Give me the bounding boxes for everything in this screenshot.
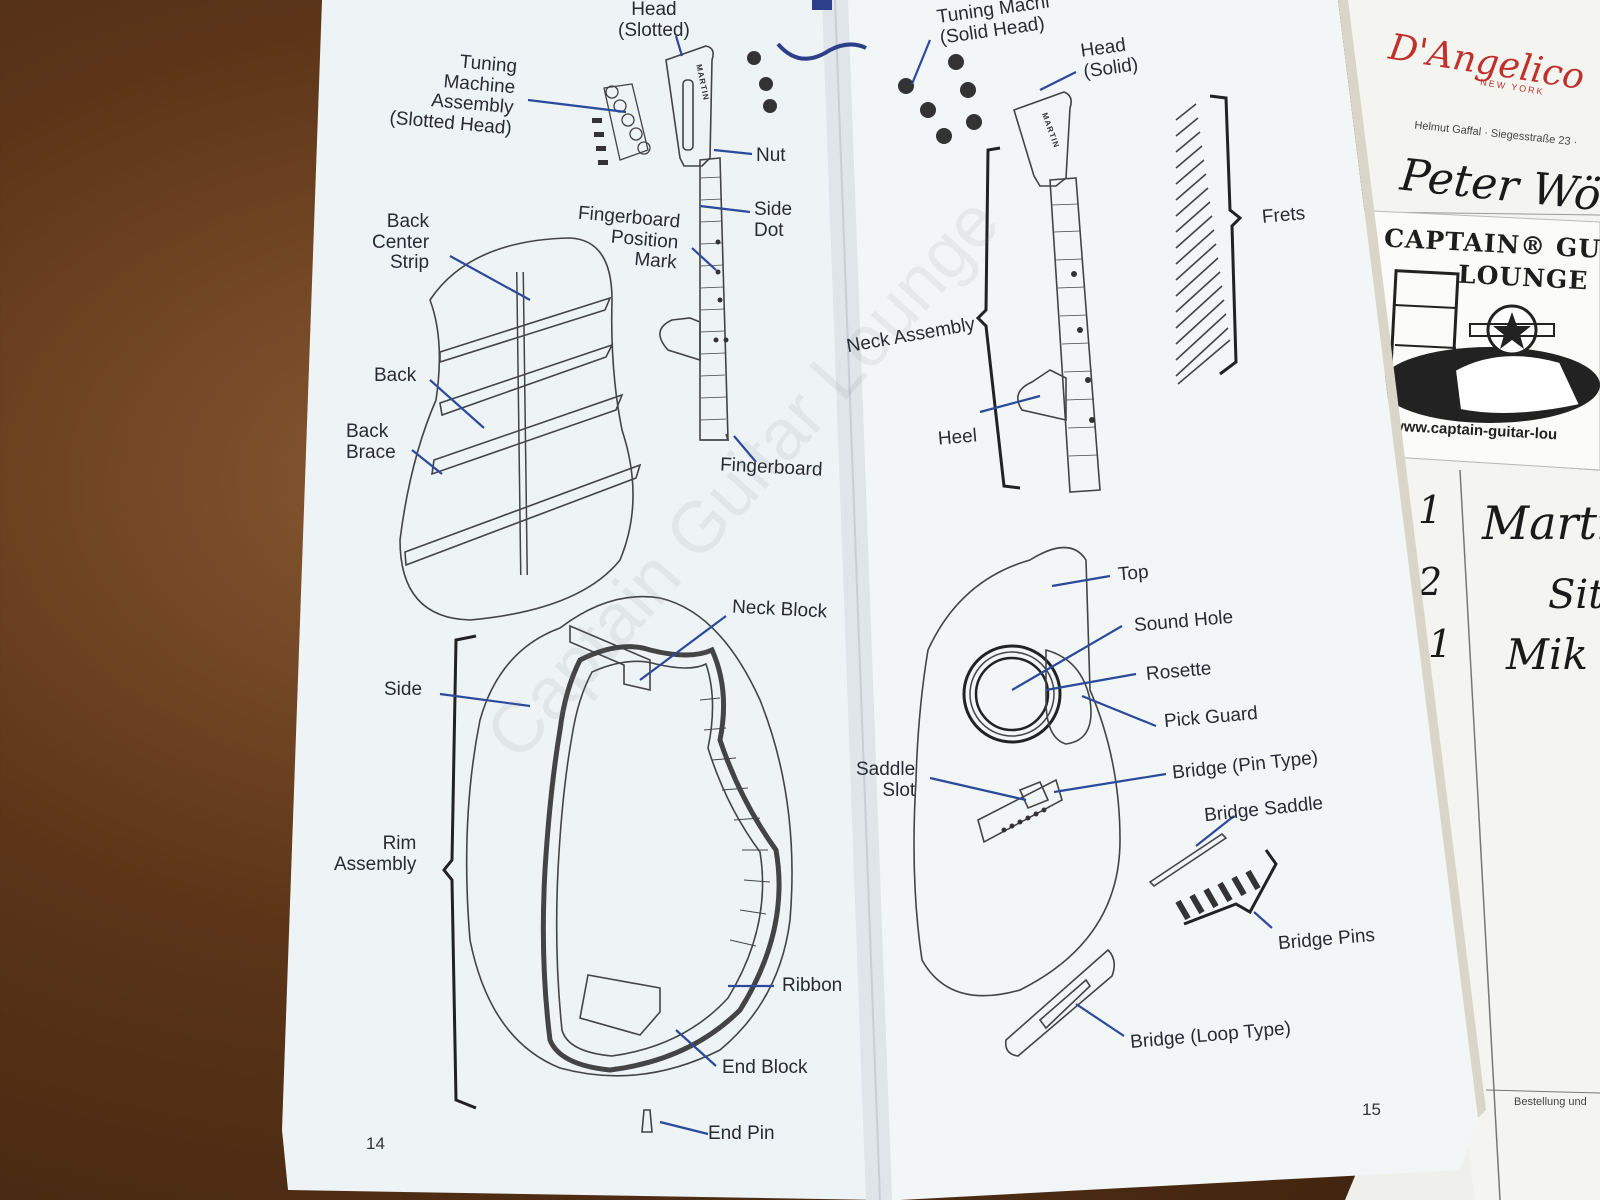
label-frets: Frets: [1261, 203, 1307, 228]
label-tuning-machine-slotted: Tuning Machine Assembly (Slotted Head): [388, 51, 518, 139]
label-end-block: End Block: [722, 1057, 808, 1078]
order-row-qty: 1: [1428, 622, 1453, 666]
order-row-qty: 1: [1418, 488, 1443, 532]
page-number-right: 15: [1362, 1100, 1381, 1119]
label-ribbon: Ribbon: [782, 975, 843, 996]
label-end-pin: End Pin: [708, 1123, 775, 1144]
order-row-item: Marti: [1482, 496, 1600, 550]
label-saddle-slot: Saddle Slot: [856, 759, 916, 801]
page-number-left: 14: [366, 1134, 385, 1153]
label-head-solid: Head (Solid): [1079, 34, 1140, 83]
label-top: Top: [1117, 561, 1150, 586]
order-row-item: Sita: [1548, 572, 1600, 618]
label-side: Side: [384, 679, 423, 700]
label-back-brace: Back Brace: [346, 421, 396, 463]
label-side-dot: Side Dot: [754, 199, 793, 241]
label-rim-assembly: Rim Assembly: [334, 833, 417, 875]
label-nut: Nut: [756, 145, 786, 166]
label-fingerboard-position-mark: Fingerboard Position Mark: [577, 202, 682, 274]
label-back-center-strip: Back Center Strip: [372, 211, 430, 274]
order-row-item: Mik: [1506, 630, 1588, 679]
side-doc-footer: Bestellung und: [1514, 1096, 1587, 1108]
label-heel: Heel: [937, 425, 978, 450]
label-back: Back: [374, 365, 417, 386]
label-head-slotted: Head (Slotted): [618, 0, 690, 41]
